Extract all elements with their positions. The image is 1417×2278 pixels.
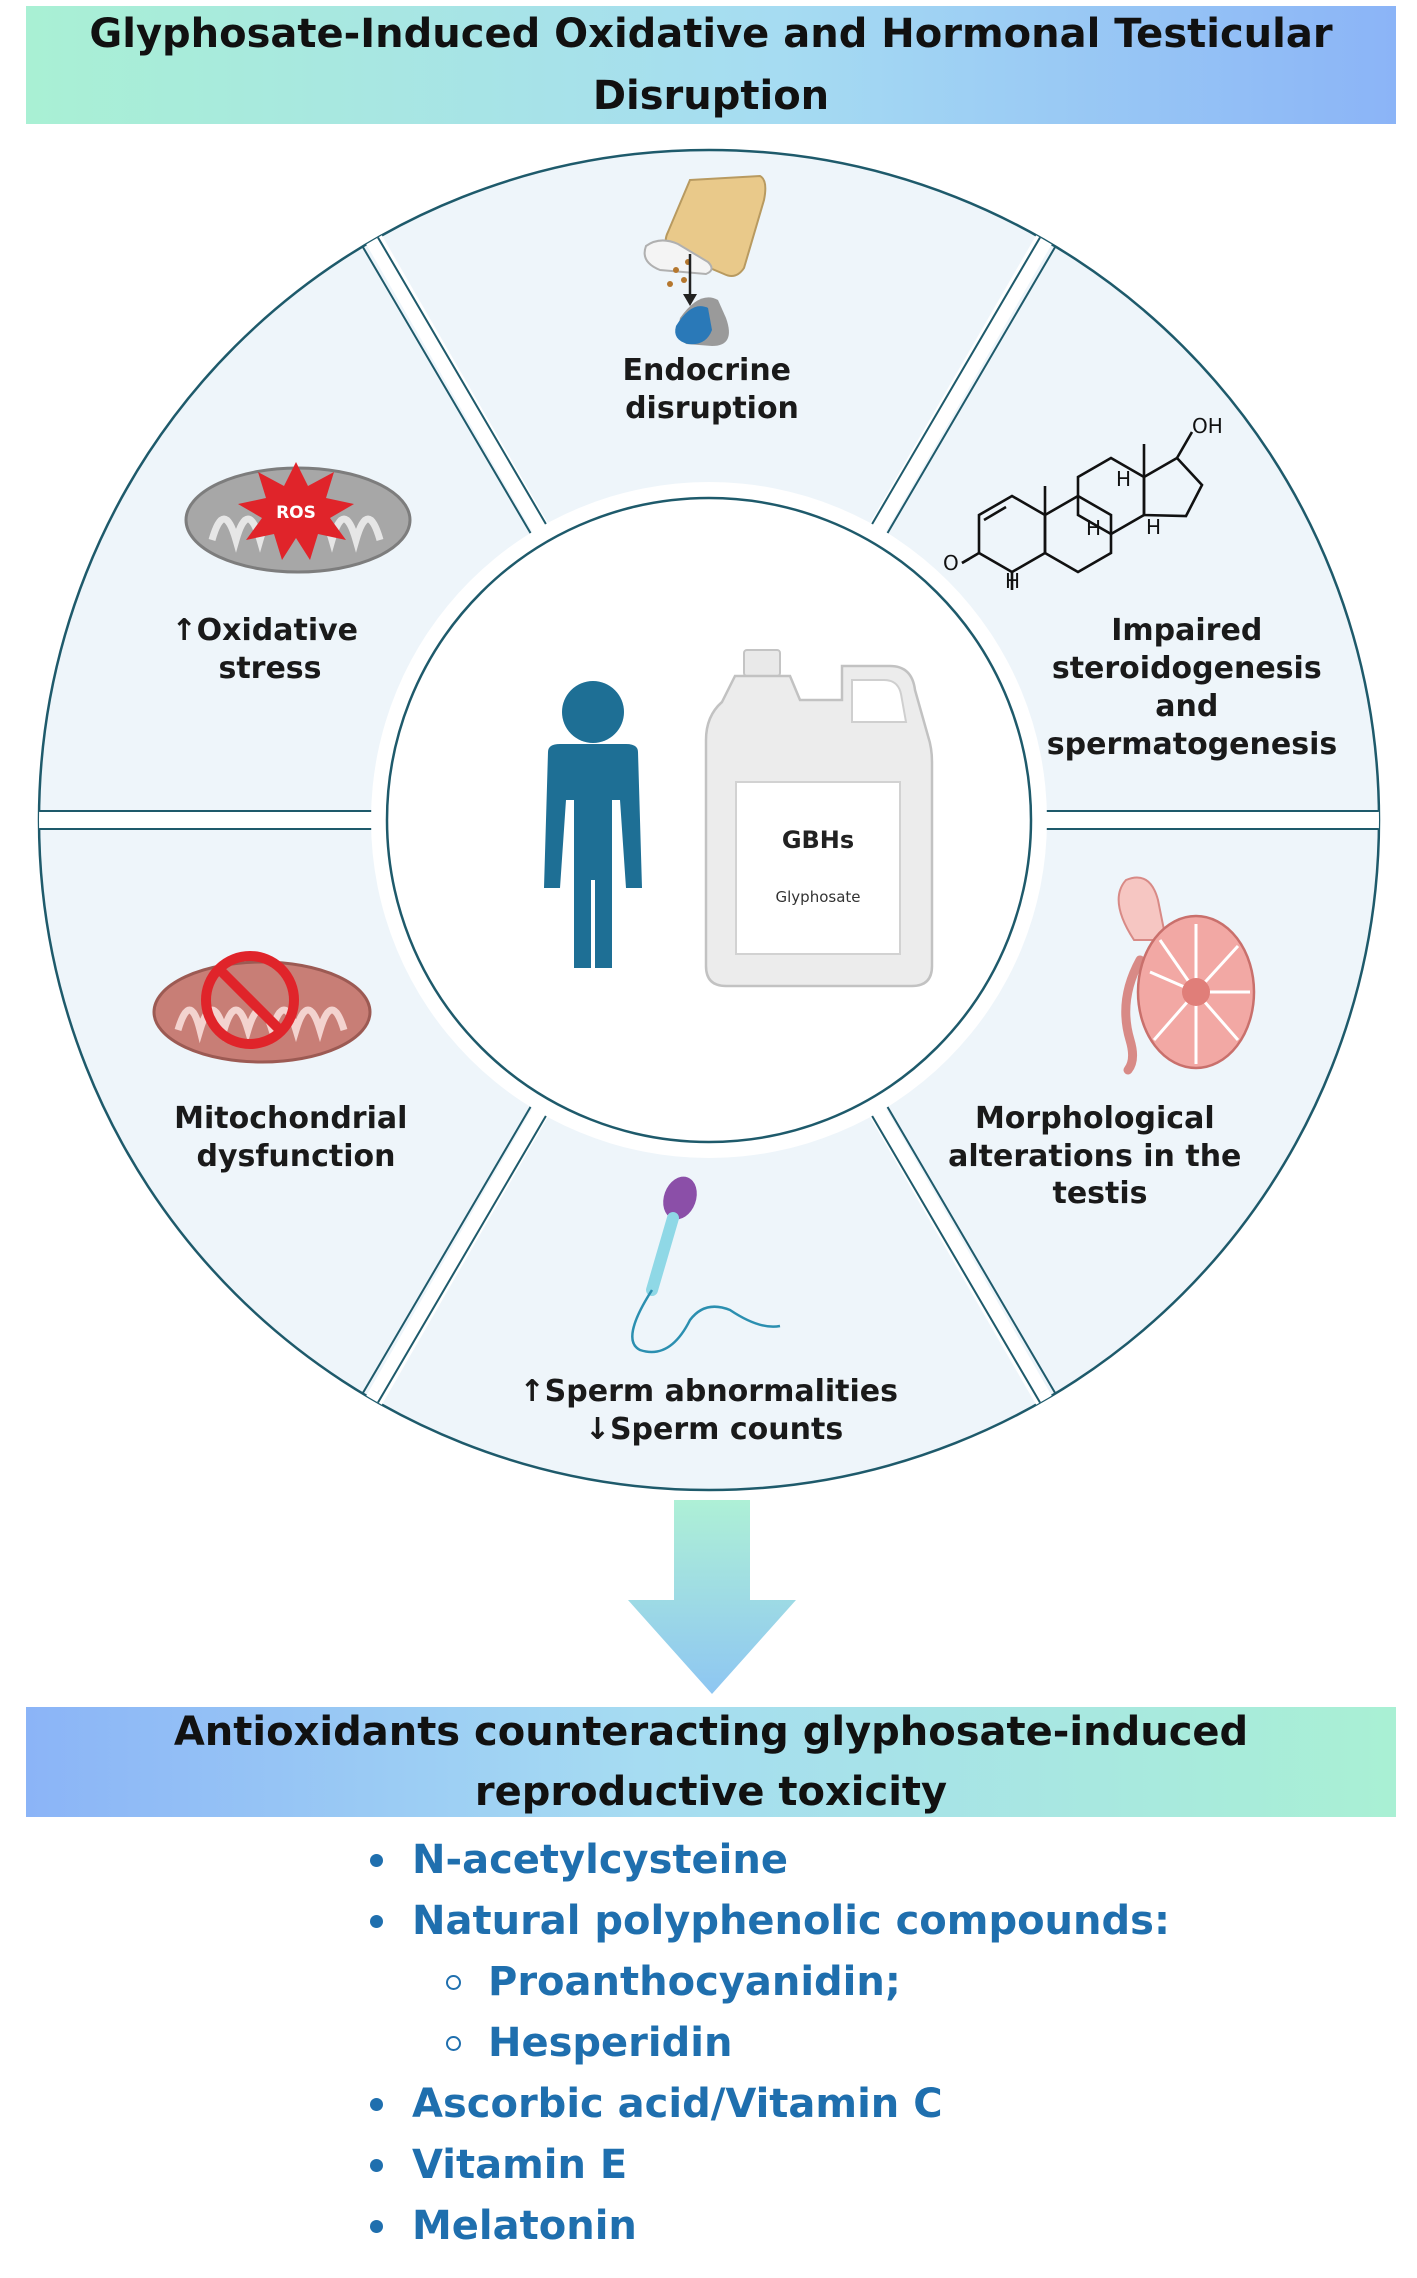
antioxidant-list: N-acetylcysteine Natural polyphenolic co… xyxy=(370,1830,1170,2257)
ros-burst-icon xyxy=(238,462,354,560)
testis-icon xyxy=(1117,876,1256,1075)
steroid-label-h1: H xyxy=(1116,467,1131,491)
gbh-jug-icon: GBHs Glyphosate xyxy=(704,649,934,988)
list-item: Natural polyphenolic compounds: xyxy=(370,1891,1170,1952)
person-icon xyxy=(544,681,642,968)
sperm-icon xyxy=(631,1176,781,1354)
mitochondrion-ros-icon: ROS xyxy=(184,462,412,574)
steroid-label-h3: H xyxy=(1146,515,1161,539)
steroid-label-oh: OH xyxy=(1192,414,1223,438)
antioxidants-banner: Antioxidants counteracting glyphosate-in… xyxy=(26,1707,1396,1817)
segment-label-morphological: Morphological alterations in the testis xyxy=(948,1101,1252,1211)
segment-label-mitochondrial: Mitochondrial dysfunction xyxy=(174,1101,418,1174)
mitochondrion-dysfunction-icon xyxy=(152,951,372,1064)
endocrine-gland-icon xyxy=(643,174,767,346)
page-title: Glyphosate-Induced Oxidative and Hormona… xyxy=(89,11,1333,119)
list-item: Vitamin E xyxy=(370,2135,1170,2196)
antioxidants-title: Antioxidants counteracting glyphosate-in… xyxy=(173,1709,1249,1815)
steroid-structure-icon xyxy=(961,431,1204,590)
ros-label: ROS xyxy=(276,503,316,523)
segment-label-oxidative: ↑Oxidative stress xyxy=(172,613,369,686)
prohibition-icon xyxy=(201,951,299,1049)
title-banner: Glyphosate-Induced Oxidative and Hormona… xyxy=(26,6,1396,124)
segment-label-endocrine: Endocrine disruption xyxy=(623,353,802,426)
down-arrow-icon xyxy=(628,1500,796,1694)
segment-label-steroidogenesis: Impaired steroidogenesis and spermatogen… xyxy=(1047,613,1337,762)
steroid-label-h4: H xyxy=(1005,569,1020,593)
list-item: Hesperidin xyxy=(370,2013,1170,2074)
jug-label: GBHs xyxy=(782,826,854,854)
steroid-label-o: O xyxy=(943,551,959,575)
list-item: Melatonin xyxy=(370,2196,1170,2257)
steroid-atom-labels: OH O H H H H xyxy=(943,414,1223,593)
list-item: Ascorbic acid/Vitamin C xyxy=(370,2074,1170,2135)
list-item: Proanthocyanidin; xyxy=(370,1952,1170,2013)
list-item: N-acetylcysteine xyxy=(370,1830,1170,1891)
steroid-label-h2: H xyxy=(1086,516,1101,540)
jug-sublabel: Glyphosate xyxy=(776,888,861,906)
segment-label-sperm: ↑Sperm abnormalities ↓Sperm counts xyxy=(520,1374,909,1447)
effects-wheel: GBHs Glyphosate Endocrine disruption OH … xyxy=(37,148,1381,1694)
